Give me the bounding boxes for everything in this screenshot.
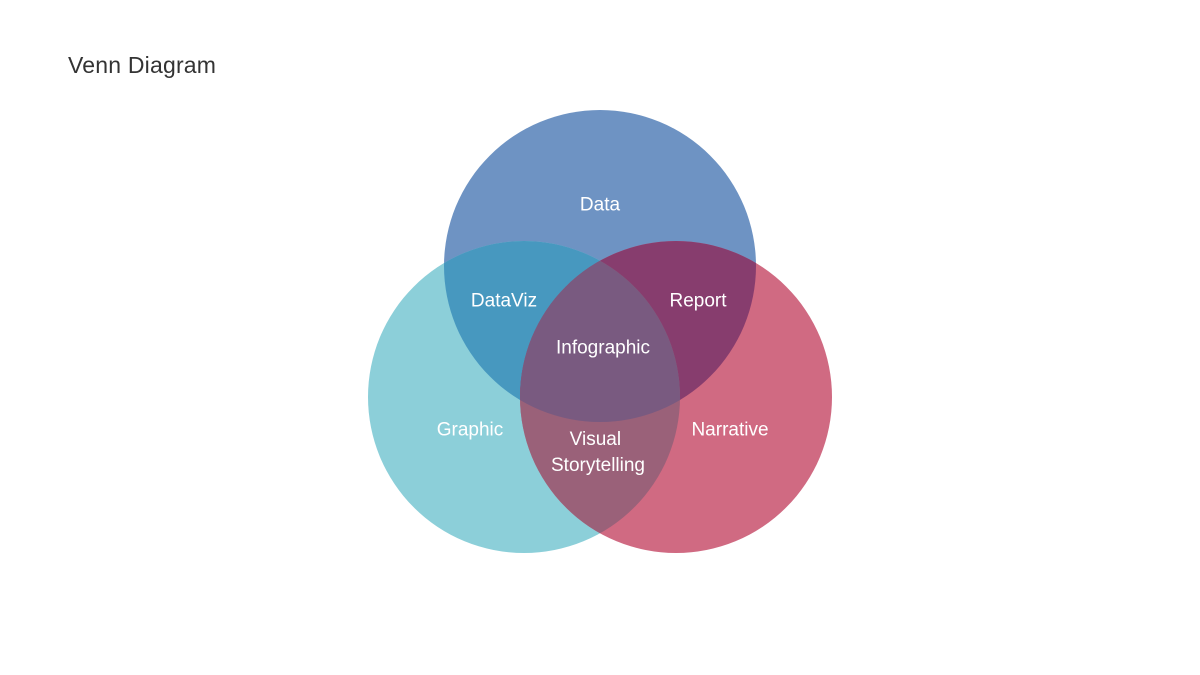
- label-storytelling: Storytelling: [551, 455, 645, 476]
- overlap-all: [520, 241, 680, 422]
- label-dataviz: DataViz: [471, 291, 537, 312]
- label-infographic: Infographic: [556, 338, 650, 359]
- page-title: Venn Diagram: [68, 52, 217, 78]
- label-visual: Visual: [570, 429, 621, 450]
- label-data: Data: [580, 195, 621, 216]
- label-visual-storytelling: Visual Storytelling: [551, 429, 645, 476]
- label-graphic: Graphic: [437, 420, 504, 441]
- label-narrative: Narrative: [691, 420, 768, 441]
- label-report: Report: [669, 291, 727, 312]
